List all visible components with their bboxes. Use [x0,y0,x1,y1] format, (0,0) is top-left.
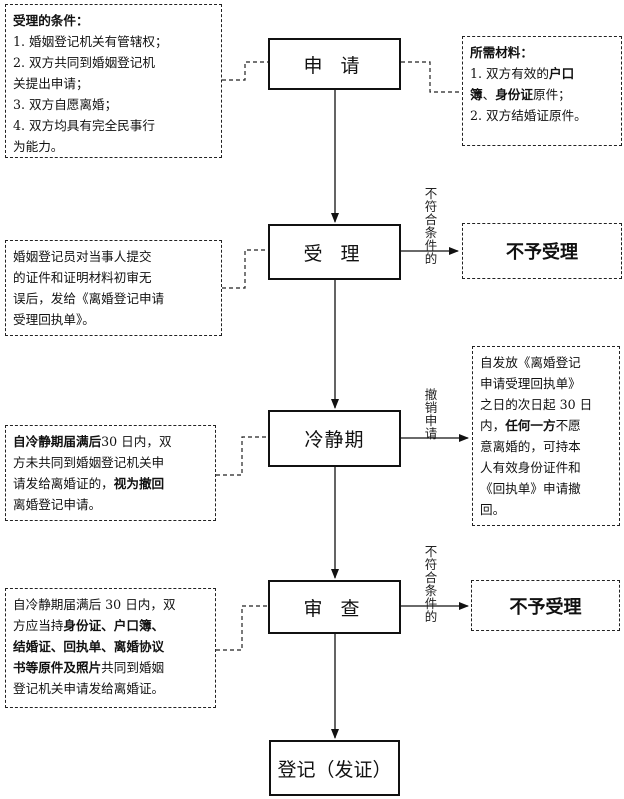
connector-materials [401,61,462,93]
accept-note-line: 误后，发给《离婚登记申请 [13,291,165,306]
withdraw-note-line: 之日的次日起 30 日 [480,397,593,412]
connector-conditions [222,61,268,81]
withdraw-note-line: 申请受理回执单》 [480,376,581,391]
material-item-2: 2. 双方结婚证原件。 [470,108,587,123]
review-note-bold: 结婚证、回执单、离婚协议 [13,639,165,654]
condition-item: 1. 婚姻登记机关有管辖权； [13,34,168,49]
material-item-1-bold: 身份证 [495,87,533,102]
review-note-bold: 身份证、户口簿、 [63,618,165,633]
step-cooling: 冷静期 [268,410,401,467]
step-cooling-label: 冷静期 [304,429,365,451]
withdraw-note: 自发放《离婚登记 申请受理回执单》 之日的次日起 30 日 内，任何一方不愿 意… [472,346,620,526]
reject-box-review: 不予受理 [471,580,620,631]
withdraw-note-line: 意离婚的，可持本 [480,439,581,454]
material-item-1-text: 1. 双方有效的 [470,66,549,81]
step-register: 登记（发证） [269,740,400,796]
edge-label-withdraw: 撤销申请 [424,387,438,441]
condition-item: 2. 双方共同到婚姻登记机 [13,55,155,70]
material-item-1-cont: 簿、身份证原件； [470,84,614,105]
review-note: 自冷静期届满后 30 日内，双 方应当持身份证、户口簿、 结婚证、回执单、离婚协… [5,588,216,708]
cooling-note-text: 30 日内，双 [101,434,172,449]
material-item-1-text: 、 [482,87,496,102]
material-item-1-bold: 簿 [470,87,483,102]
review-note-line: 结婚证、回执单、离婚协议 [13,636,208,657]
step-review: 审 查 [268,580,401,634]
review-note-text: 方应当持 [13,618,64,633]
review-note-text: 共同到婚姻 [101,660,165,675]
reject-label: 不予受理 [509,596,582,618]
review-note-line: 自冷静期届满后 30 日内，双 [13,597,176,612]
withdraw-note-line: 内，任何一方不愿 [480,415,612,436]
withdraw-note-line: 回。 [480,502,506,517]
step-accept-label: 受 理 [303,242,366,265]
step-apply: 申 请 [268,38,401,90]
withdraw-note-bold: 任何一方 [505,418,556,433]
step-accept: 受 理 [268,224,401,280]
step-register-label: 登记（发证） [277,758,392,781]
connector-cooling-note [216,436,268,476]
cooling-note-line: 离婚登记申请。 [13,497,102,512]
reject-label: 不予受理 [506,242,578,263]
accept-note-line: 的证件和证明材料初审无 [13,270,152,285]
withdraw-note-text: 不愿 [555,418,581,433]
withdraw-note-text: 内， [480,418,506,433]
withdraw-note-line: 《回执单》申请撤 [480,481,581,496]
condition-item: 为能力。 [13,139,64,154]
review-note-line: 方应当持身份证、户口簿、 [13,615,208,636]
material-item-1-text: 原件； [532,87,571,102]
reject-box-accept: 不予受理 [462,223,622,279]
material-item-1: 1. 双方有效的户口 [470,63,614,84]
accept-note-line: 受理回执单》。 [13,312,95,327]
connector-accept-note [222,249,268,289]
cooling-note-text: 请发给离婚证的， [13,476,114,491]
step-review-label: 审 查 [303,597,366,620]
cooling-note-line: 请发给离婚证的，视为撤回 [13,473,208,494]
withdraw-note-line: 自发放《离婚登记 [480,355,581,370]
accept-note-line: 婚姻登记员对当事人提交 [13,249,152,264]
cooling-note-bold: 视为撤回 [113,476,165,491]
edge-label-not-eligible: 不符合条件的 [424,544,438,624]
conditions-note: 受理的条件： 1. 婚姻登记机关有管辖权； 2. 双方共同到婚姻登记机 关提出申… [5,4,222,158]
cooling-note-line: 自冷静期届满后30 日内，双 [13,431,208,452]
condition-item: 3. 双方自愿离婚； [13,97,118,112]
review-note-bold: 书等原件及照片 [13,660,102,675]
review-note-line: 登记机关申请发给离婚证。 [13,681,165,696]
condition-item: 4. 双方均具有完全民事行 [13,118,155,133]
condition-item: 关提出申请； [13,76,89,91]
materials-note: 所需材料： 1. 双方有效的户口 簿、身份证原件； 2. 双方结婚证原件。 [462,36,622,146]
step-apply-label: 申 请 [303,54,366,77]
edge-label-not-eligible: 不符合条件的 [424,186,438,266]
materials-title: 所需材料： [470,45,533,60]
material-item-1-bold: 户口 [549,66,575,81]
connector-review-note [216,605,268,651]
accept-note: 婚姻登记员对当事人提交 的证件和证明材料初审无 误后，发给《离婚登记申请 受理回… [5,240,222,336]
conditions-title: 受理的条件： [13,13,89,28]
cooling-note-bold: 自冷静期届满后 [13,434,102,449]
review-note-line: 书等原件及照片共同到婚姻 [13,657,208,678]
withdraw-note-line: 人有效身份证件和 [480,460,581,475]
cooling-note-line: 方未共同到婚姻登记机关申 [13,455,165,470]
cooling-note: 自冷静期届满后30 日内，双 方未共同到婚姻登记机关申 请发给离婚证的，视为撤回… [5,425,216,521]
